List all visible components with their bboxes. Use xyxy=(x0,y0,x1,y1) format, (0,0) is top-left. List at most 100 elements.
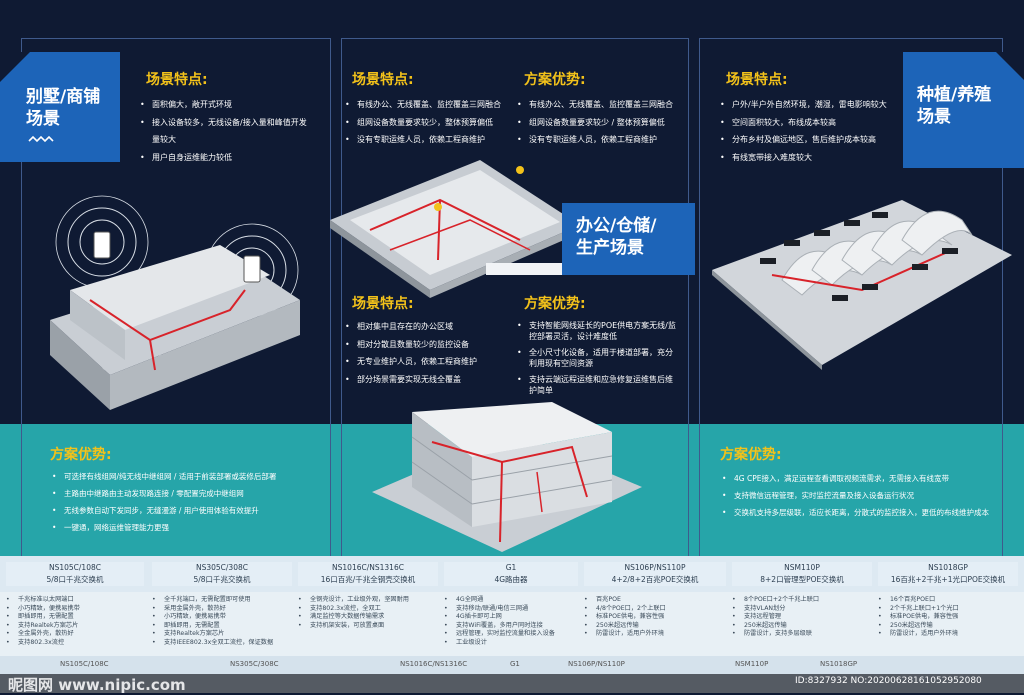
product-col: NS1016C/NS1316C 16口百兆/千兆全钢壳交换机 全钢壳设计，工业级… xyxy=(298,562,438,630)
product-model: NSM110P xyxy=(732,562,872,574)
list-item: 有线办公、无线覆盖、监控覆盖三网融合 xyxy=(345,96,515,114)
product-desc: 百兆POE 4/8个POE口，2个上联口 标准POE供电，兼容性强 250米超远… xyxy=(584,596,722,639)
watermark-left: 昵图网 www.nipic.com xyxy=(8,676,186,694)
farm-solution-list: 4G CPE接入，满足远程查看调取视频流需求，无需接入有线宽带 支持微信远程管理… xyxy=(722,470,992,521)
product-col: G1 4G路由器 4G全网通 支持移动/联通/电信三网通 4G插卡即可上网 支持… xyxy=(444,562,578,648)
list-item: 一键通，网络运维管理能力更强 xyxy=(52,519,342,536)
list-item: 组网设备数量要求较少 / 整体预算偏低 xyxy=(517,114,683,132)
villa-solution-list: 可选择有线组网/纯无线中继组网 / 适用于前装部署或装修后部署 主路由中继路由主… xyxy=(52,468,342,536)
office-floor-illustration xyxy=(330,160,580,298)
list-item: 无线参数自动下发同步，无缝漫游 / 用户使用体验有效提升 xyxy=(52,502,342,519)
list-item: 支持802.3x流控，全双工 xyxy=(298,605,434,614)
list-item: 250米超远传输 xyxy=(878,622,1014,631)
farm-solution-heading: 方案优势: xyxy=(720,447,782,463)
list-item: 用户自身运维能力较低 xyxy=(140,149,310,167)
list-item: 支持Realtek方案芯片 xyxy=(152,630,288,639)
list-item: 8个POE口+2个千兆上联口 xyxy=(732,596,868,605)
office-features-list-bottom: 相对集中且存在的办公区域 相对分散且数量较少的监控设备 无专业维护人员，依赖工程… xyxy=(345,318,515,388)
list-item: 有线办公、无线覆盖、监控覆盖三网融合 xyxy=(517,96,683,114)
list-item: 没有专职运维人员，依赖工程商维护 xyxy=(517,131,683,149)
product-col: NS1018GP 16百兆+2千兆+1光口POE交换机 16个百兆POE口 2个… xyxy=(878,562,1018,639)
list-item: 接入设备较多，无线设备/接入量和峰值开发量较大 xyxy=(140,114,310,149)
villa-title-block: 别墅/商铺 场景 xyxy=(0,52,120,162)
list-item: 4/8个POE口，2个上联口 xyxy=(584,605,722,614)
list-item: 相对分散且数量较少的监控设备 xyxy=(345,336,515,354)
list-item: 支持Realtek方案芯片 xyxy=(6,622,138,631)
list-item: 防雷设计，适用户外环境 xyxy=(878,630,1014,639)
product-model: NS1016C/NS1316C xyxy=(298,562,438,574)
villa-solution-heading: 方案优势: xyxy=(50,447,112,463)
list-item: 千兆标准以太网端口 xyxy=(6,596,138,605)
product-desc: 千兆标准以太网端口 小巧精致，便携易携带 即插即用，无需配置 支持Realtek… xyxy=(6,596,138,648)
list-item: 即插即用，无需配置 xyxy=(6,613,138,622)
office-title-sub-bar xyxy=(486,263,562,275)
list-item: 全千兆端口，无需配置即可使用 xyxy=(152,596,288,605)
list-item: 支持微信远程管理，实时监控流量及接入设备运行状况 xyxy=(722,487,992,504)
list-item: 有线宽带接入难度较大 xyxy=(720,149,900,167)
list-item: 工业级设计 xyxy=(444,639,574,648)
product-name: 5/8口千兆交换机 xyxy=(6,574,144,586)
product-foot: NS305C/308C xyxy=(230,660,279,668)
office-solution-list-bottom: 支持智能网线延长的POE供电方案无线/监控部署灵活，设计难度低 全小尺寸化设备，… xyxy=(517,320,679,396)
list-item: 标准POE供电，兼容性强 xyxy=(584,613,722,622)
list-item: 无专业维护人员，依赖工程商维护 xyxy=(345,353,515,371)
farm-title-line1: 种植/养殖 xyxy=(917,85,992,105)
villa-features-heading: 场景特点: xyxy=(146,72,208,88)
list-item: 250米超远传输 xyxy=(584,622,722,631)
list-item: 分布乡村及偏远地区，售后维护成本较高 xyxy=(720,131,900,149)
villa-title-line1: 别墅/商铺 xyxy=(26,87,101,107)
product-model: NS1018GP xyxy=(878,562,1018,574)
product-foot: NSM110P xyxy=(735,660,769,668)
product-desc: 8个POE口+2个千兆上联口 支持VLAN划分 支持远程管理 250米超远传输 … xyxy=(732,596,868,639)
list-item: 面积偏大，敞开式环境 xyxy=(140,96,310,114)
list-item: 全钢壳设计，工业级外观，坚固耐用 xyxy=(298,596,434,605)
list-item: 远程管理，实时监控流量和接入设备 xyxy=(444,630,574,639)
greenhouse-illustration xyxy=(712,200,1012,370)
list-item: 标准POE供电，兼容性强 xyxy=(878,613,1014,622)
product-name: 16百兆+2千兆+1光口POE交换机 xyxy=(878,574,1018,586)
product-col: NS106P/NS110P 4+2/8+2百兆POE交换机 百兆POE 4/8个… xyxy=(584,562,726,639)
list-item: 即插即用，无需配置 xyxy=(152,622,288,631)
list-item: 相对集中且存在的办公区域 xyxy=(345,318,515,336)
office-building-illustration xyxy=(372,402,642,552)
product-foot: NS105C/108C xyxy=(60,660,109,668)
product-model: NS305C/308C xyxy=(152,562,292,574)
list-item: 组网设备数量要求较少，整体预算偏低 xyxy=(345,114,515,132)
wave-icon xyxy=(28,136,54,143)
list-item: 支持智能网线延长的POE供电方案无线/监控部署灵活，设计难度低 xyxy=(517,320,679,342)
list-item: 4G插卡即可上网 xyxy=(444,613,574,622)
product-col: NS105C/108C 5/8口千兆交换机 千兆标准以太网端口 小巧精致，便携易… xyxy=(6,562,144,648)
list-item: 支持VLAN划分 xyxy=(732,605,868,614)
office-title-line2: 生产场景 xyxy=(576,238,644,258)
product-col: NS305C/308C 5/8口千兆交换机 全千兆端口，无需配置即可使用 采用金… xyxy=(152,562,292,648)
list-item: 空间面积较大，布线成本较高 xyxy=(720,114,900,132)
product-footer-row xyxy=(0,656,1024,674)
product-foot: NS1018GP xyxy=(820,660,858,668)
list-item: 防雷设计，支持多层级联 xyxy=(732,630,868,639)
list-item: 没有专职运维人员，依赖工程商维护 xyxy=(345,131,515,149)
list-item: 支持802.3x流控 xyxy=(6,639,138,648)
list-item: 4G全网通 xyxy=(444,596,574,605)
product-model: G1 xyxy=(444,562,578,574)
product-col: NSM110P 8+2口管理型POE交换机 8个POE口+2个千兆上联口 支持V… xyxy=(732,562,872,639)
office-features-heading-bottom: 场景特点: xyxy=(352,296,414,312)
product-name: 5/8口千兆交换机 xyxy=(152,574,292,586)
list-item: 全金属外壳，散热好 xyxy=(6,630,138,639)
list-item: 支持云端远程运维和应急修复运维售后维护简单 xyxy=(517,374,679,396)
list-item: 可选择有线组网/纯无线中继组网 / 适用于前装部署或装修后部署 xyxy=(52,468,342,485)
villa-title-line2: 场景 xyxy=(26,109,60,129)
product-desc: 4G全网通 支持移动/联通/电信三网通 4G插卡即可上网 支持WiFi覆盖，多用… xyxy=(444,596,574,648)
product-desc: 16个百兆POE口 2个千兆上联口+1个光口 标准POE供电，兼容性强 250米… xyxy=(878,596,1014,639)
villa-building-illustration xyxy=(50,195,300,410)
farm-title-line2: 场景 xyxy=(917,107,951,127)
office-solution-heading-top: 方案优势: xyxy=(524,72,586,88)
office-title-line1: 办公/仓储/ xyxy=(576,216,657,236)
office-solution-list-top: 有线办公、无线覆盖、监控覆盖三网融合 组网设备数量要求较少 / 整体预算偏低 没… xyxy=(517,96,683,149)
list-item: 百兆POE xyxy=(584,596,722,605)
list-item: 支持机架安装，可放置桌面 xyxy=(298,622,434,631)
list-item: 支持远程管理 xyxy=(732,613,868,622)
office-title-block: 办公/仓储/ 生产场景 xyxy=(562,203,695,275)
list-item: 全小尺寸化设备，适用于楼道部署，充分利用现有空间资源 xyxy=(517,347,679,369)
list-item: 满足监控等大数据传输需求 xyxy=(298,613,434,622)
list-item: 防雷设计，适用户外环境 xyxy=(584,630,722,639)
